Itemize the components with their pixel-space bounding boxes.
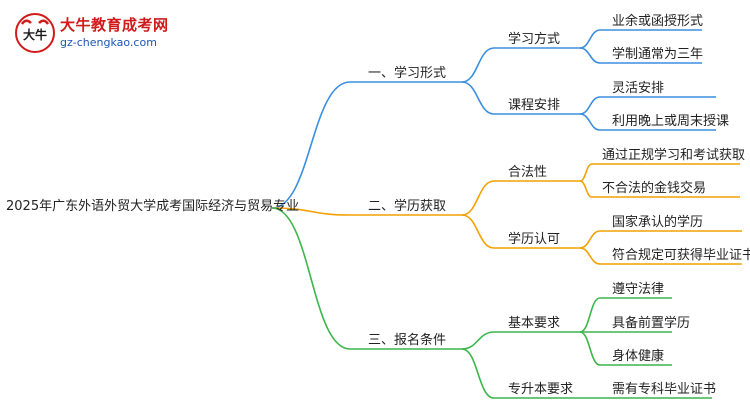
connector-topic-leaf <box>579 230 601 249</box>
connector-root-branch <box>271 207 351 350</box>
leaf-label: 需有专科毕业证书 <box>612 382 717 397</box>
connector-branch-topic <box>461 180 495 216</box>
site-logo: 大牛 大牛教育成考网 gz-chengkao.com <box>14 12 174 56</box>
connector-topic-leaf <box>579 247 601 265</box>
branch-3-label: 三、报名条件 <box>368 333 447 348</box>
leaf-label: 国家承认的学历 <box>612 215 704 230</box>
leaf-label: 遵守法律 <box>612 282 665 297</box>
leaf-label: 灵活安排 <box>612 81 665 96</box>
leaf-label: 身体健康 <box>612 349 665 364</box>
site-domain: gz-chengkao.com <box>60 36 157 49</box>
leaf-label: 不合法的金钱交易 <box>602 181 707 196</box>
leaf-label: 利用晚上或周末授课 <box>612 114 730 129</box>
leaf-label: 学制通常为三年 <box>612 47 704 62</box>
topic-study-mode: 学习方式 <box>508 32 561 47</box>
connector-branch-topic <box>461 47 495 83</box>
connector-topic-leaf <box>579 96 601 115</box>
connector-branch-topic <box>461 331 495 350</box>
topic-course-schedule: 课程安排 <box>508 98 561 113</box>
connector-topic-leaf <box>579 163 593 182</box>
connector-root-branch <box>271 207 351 216</box>
connector-topic-leaf <box>579 113 601 131</box>
connector-topic-leaf <box>579 47 601 64</box>
bull-logo-icon: 大牛 <box>15 13 55 53</box>
root-topic: 2025年广东外语外贸大学成考国际经济与贸易专业 <box>6 199 300 214</box>
site-name: 大牛教育成考网 <box>60 16 169 34</box>
connector-topic-leaf <box>579 180 593 198</box>
topic-upgrade-requirements: 专升本要求 <box>508 382 574 397</box>
branch-2-label: 二、学历获取 <box>368 199 447 214</box>
topic-recognition: 学历认可 <box>508 232 561 247</box>
topic-basic-requirements: 基本要求 <box>508 316 561 331</box>
svg-text:大牛: 大牛 <box>23 27 47 42</box>
connector-branch-topic <box>461 214 495 249</box>
leaf-label: 业余或函授形式 <box>612 14 704 29</box>
leaf-label: 符合规定可获得毕业证书 <box>612 248 750 263</box>
connector-branch-topic <box>461 348 495 399</box>
leaf-label: 具备前置学历 <box>612 316 691 331</box>
connector-topic-leaf <box>579 297 601 333</box>
topic-legality: 合法性 <box>508 165 548 180</box>
branch-1-label: 一、学习形式 <box>368 66 447 81</box>
connector-topic-leaf <box>579 331 601 366</box>
leaf-label: 通过正规学习和考试获取 <box>602 148 746 163</box>
connector-topic-leaf <box>579 29 601 49</box>
connector-root-branch <box>271 81 351 209</box>
connector-branch-topic <box>461 81 495 115</box>
